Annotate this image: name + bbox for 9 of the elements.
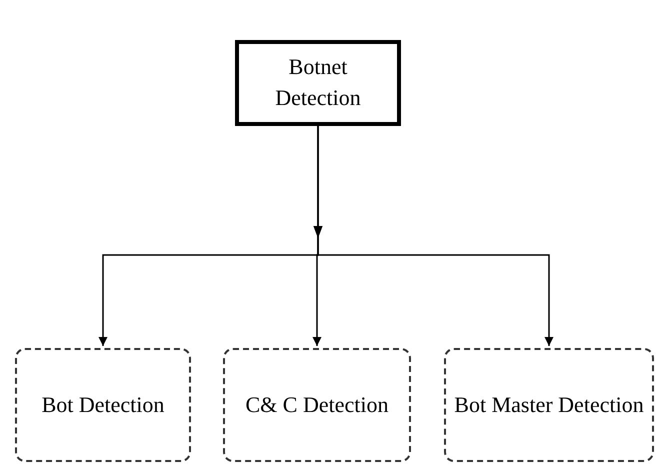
node-label: Bot Master Detection [453,390,645,419]
dashed-process-box [15,348,191,462]
dashed-process-box [223,348,411,462]
dashed-process-box [444,348,654,462]
node-label: Bot Detection [40,390,166,419]
node-label: Botnet Detection [274,53,362,112]
process-box [235,40,401,126]
arrow [314,126,554,346]
node-label: C& C Detection [244,390,390,419]
